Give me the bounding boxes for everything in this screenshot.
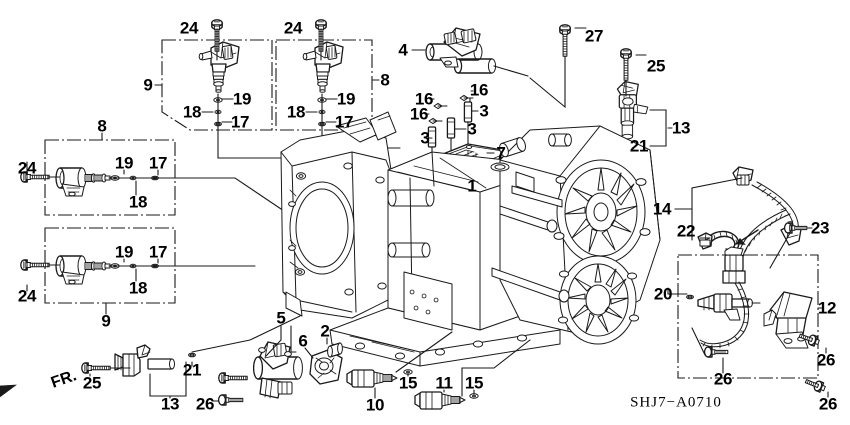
callout-3-c28: 3: [467, 119, 477, 139]
callout-13-c32: 13: [671, 118, 691, 138]
callout-26-c39: 26: [713, 369, 733, 389]
callout-21-c33: 21: [629, 136, 649, 156]
callout-2-c43: 2: [320, 321, 330, 341]
callout-26-c52: 26: [195, 394, 215, 414]
callout-12-c38: 12: [817, 298, 837, 318]
callout-18-c07: 18: [182, 102, 202, 122]
callout-15-c48: 15: [464, 373, 484, 393]
callout-14-c34: 14: [652, 199, 672, 219]
callout-16-c25: 16: [414, 89, 434, 109]
callout-13-c50: 13: [160, 394, 180, 414]
callout-26-c41: 26: [818, 394, 838, 414]
callout-8-c04: 8: [380, 70, 390, 90]
callout-17-c10: 17: [334, 112, 354, 132]
callout-1-c31: 1: [467, 176, 477, 196]
callout-26-c40: 26: [816, 350, 836, 370]
callout-27-c22: 27: [584, 26, 604, 46]
callout-24-c02: 24: [283, 18, 303, 38]
callout-25-c49: 25: [82, 373, 102, 393]
diagram-part-number: SHJ7−A0710: [630, 394, 722, 411]
callout-16-c24: 16: [469, 80, 489, 100]
callout-15-c46: 15: [398, 373, 418, 393]
callout-17-c14: 17: [148, 153, 168, 173]
callout-16-c26: 16: [409, 104, 429, 124]
callout-18-c18: 18: [128, 278, 148, 298]
callout-11-c47: 11: [435, 373, 453, 393]
callout-4-c21: 4: [398, 40, 408, 60]
callout-5-c42: 5: [276, 308, 286, 328]
callout-6-c44: 6: [298, 331, 308, 351]
callout-7-c30: 7: [496, 143, 506, 163]
callout-9-c03: 9: [143, 75, 153, 95]
callout-24-c12: 24: [17, 158, 37, 178]
callout-21-c51: 21: [182, 360, 202, 380]
callout-17-c09: 17: [230, 112, 250, 132]
callout-25-c23: 25: [646, 56, 666, 76]
callout-3-c27: 3: [479, 101, 489, 121]
callout-24-c01: 24: [179, 18, 199, 38]
callout-19-c06: 19: [336, 89, 356, 109]
callout-3-c29: 3: [420, 128, 430, 148]
callout-23-c36: 23: [810, 218, 830, 238]
callout-18-c15: 18: [128, 192, 148, 212]
callout-19-c05: 19: [232, 89, 252, 109]
callout-20-c37: 20: [653, 284, 673, 304]
callout-22-c35: 22: [676, 221, 696, 241]
callout-10-c45: 10: [365, 395, 385, 415]
callout-19-c16: 19: [114, 242, 134, 262]
direction-arrow: [0, 384, 17, 411]
callout-8-c11: 8: [97, 116, 107, 136]
transmission-case: [280, 111, 661, 367]
callout-19-c13: 19: [114, 153, 134, 173]
callout-9-c20: 9: [101, 311, 111, 331]
callout-24-c19: 24: [17, 286, 37, 306]
callout-18-c08: 18: [286, 102, 306, 122]
callout-17-c17: 17: [148, 242, 168, 262]
